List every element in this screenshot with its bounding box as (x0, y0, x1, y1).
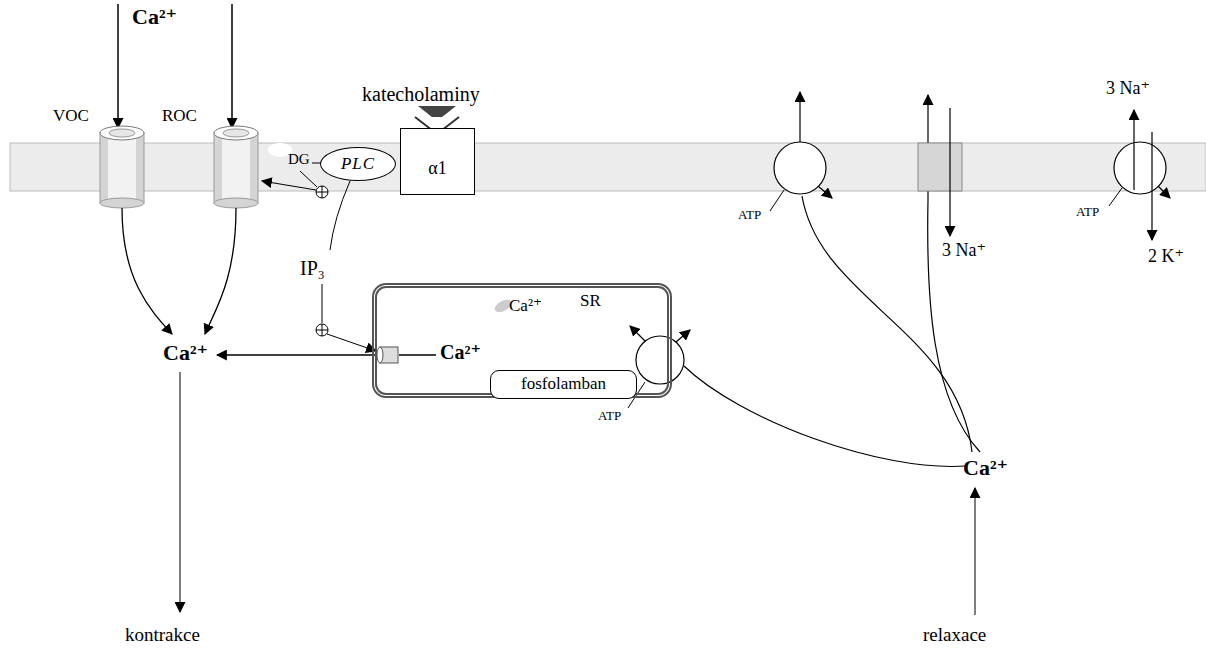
influx-arrow (231, 4, 233, 128)
exchanger (918, 143, 962, 191)
flow-arrow (205, 208, 236, 334)
atp-line (770, 190, 784, 211)
pump-arrow (1158, 186, 1170, 198)
atp-label: ATP (1076, 204, 1099, 220)
pump-arrow (818, 186, 832, 198)
ion-label: Ca²⁺ (163, 340, 208, 366)
release-arrow (217, 354, 377, 355)
activation-arrow (327, 334, 376, 351)
channel-highlight (222, 133, 250, 203)
channel-label: ROC (162, 106, 197, 126)
ligand-label: katecholaminy (362, 82, 480, 106)
receptor-box: α1 (400, 128, 475, 195)
ip3-link (330, 181, 350, 250)
node-title: SR (580, 291, 601, 311)
ip3-link (322, 284, 323, 323)
channel-base (214, 198, 258, 208)
channel-pore (377, 347, 383, 363)
pump-arrow (630, 326, 645, 341)
channel-pore (109, 129, 135, 137)
plus-symbol (322, 324, 323, 336)
channel-body (214, 133, 258, 203)
sodium-arrow (1133, 110, 1134, 190)
pump-arrow (676, 330, 690, 342)
node-text: Ca²⁺ (440, 340, 481, 364)
outcome-label: kontrakce (125, 624, 200, 647)
outcome-arrow (179, 372, 181, 612)
voc-channel (100, 126, 144, 208)
atp-line (1109, 188, 1122, 206)
atp-label: ATP (598, 408, 621, 424)
channel-top (100, 126, 144, 140)
ion-label: Ca²⁺ (963, 455, 1008, 481)
ion-label: Ca²⁺ (132, 4, 177, 30)
pump-arrow (799, 92, 800, 142)
atp-label: ATP (738, 207, 761, 223)
sodium-arrow (949, 108, 950, 236)
node-title: α1 (428, 158, 446, 180)
roc-channel (214, 126, 258, 208)
reticulum-outline: SR Ca²⁺ Ca²⁺ fosfolamban (372, 283, 672, 398)
sr-channel (377, 347, 398, 363)
dg-link (300, 171, 317, 187)
channel-base (100, 198, 144, 208)
activation-arrow (262, 181, 316, 190)
node-text: Ca²⁺ (509, 296, 542, 316)
efflux-line (802, 196, 972, 452)
efflux-line (684, 366, 966, 466)
ion-label: 2 K⁺ (1148, 246, 1184, 268)
influx-arrow (117, 4, 119, 128)
node-title: fosfolamban (521, 374, 606, 394)
cell-membrane (10, 143, 1206, 191)
enzyme-ellipse: PLC (320, 147, 396, 181)
node-title: PLC (341, 154, 375, 174)
potassium-arrow (1151, 132, 1152, 240)
channel-label: VOC (53, 106, 89, 126)
channel-top (214, 126, 258, 140)
messenger-label: IP₃ (300, 256, 325, 280)
channel-pore (223, 129, 249, 137)
ion-label: 3 Na⁺ (942, 240, 986, 262)
plus-symbol (316, 186, 328, 198)
serca-pump (636, 336, 684, 384)
plus-symbol (322, 186, 323, 198)
outcome-label: relaxace (923, 624, 986, 647)
channel-body (100, 133, 144, 203)
plus-symbol (316, 324, 328, 336)
release-line (399, 354, 436, 355)
protein-box: fosfolamban (490, 370, 637, 399)
outcome-arrow (974, 488, 976, 615)
ion-label: 3 Na⁺ (1106, 78, 1150, 100)
flow-arrow (122, 208, 172, 334)
messenger-label: DG (288, 150, 310, 168)
channel-highlight (108, 133, 136, 203)
